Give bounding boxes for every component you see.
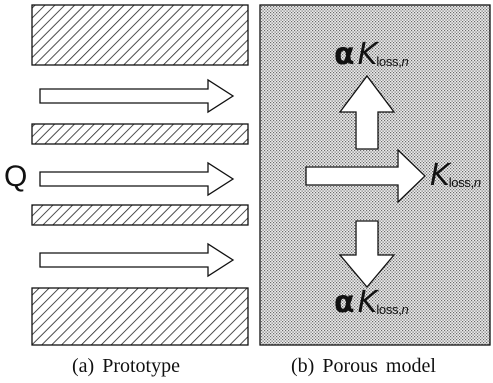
k-symbol: K (357, 285, 378, 320)
k-symbol: K (357, 37, 378, 72)
caption-porous-model: (b) Porous model (291, 355, 436, 377)
kloss-subscript: loss,n (448, 175, 481, 190)
flow-arrow-middle (39, 161, 235, 197)
hatched-wall-top (31, 4, 249, 66)
kloss-label-right: K loss,n (427, 161, 481, 191)
porous-panel (259, 4, 491, 346)
hatched-wall-lower-middle (31, 204, 249, 226)
hatched-wall-bottom (31, 287, 249, 346)
hatched-wall-upper-middle (31, 123, 249, 145)
kloss-label-top: α K loss,n (334, 37, 409, 72)
kloss-subscript: loss,n (376, 54, 409, 69)
porous-arrow-right (305, 148, 426, 204)
prototype-panel (31, 4, 249, 346)
porous-arrow-up (338, 74, 396, 150)
caption-prototype: (a) Prototype (72, 355, 180, 377)
flow-rate-label: Q (4, 160, 28, 193)
flow-arrow-top (39, 78, 235, 114)
porous-arrow-down (338, 220, 396, 289)
flow-arrow-bottom (39, 242, 235, 278)
alpha-symbol: α (334, 285, 355, 320)
k-symbol: K (430, 158, 450, 193)
alpha-symbol: α (334, 37, 355, 72)
kloss-label-bottom: α K loss,n (334, 285, 409, 320)
kloss-subscript: loss,n (376, 302, 409, 317)
